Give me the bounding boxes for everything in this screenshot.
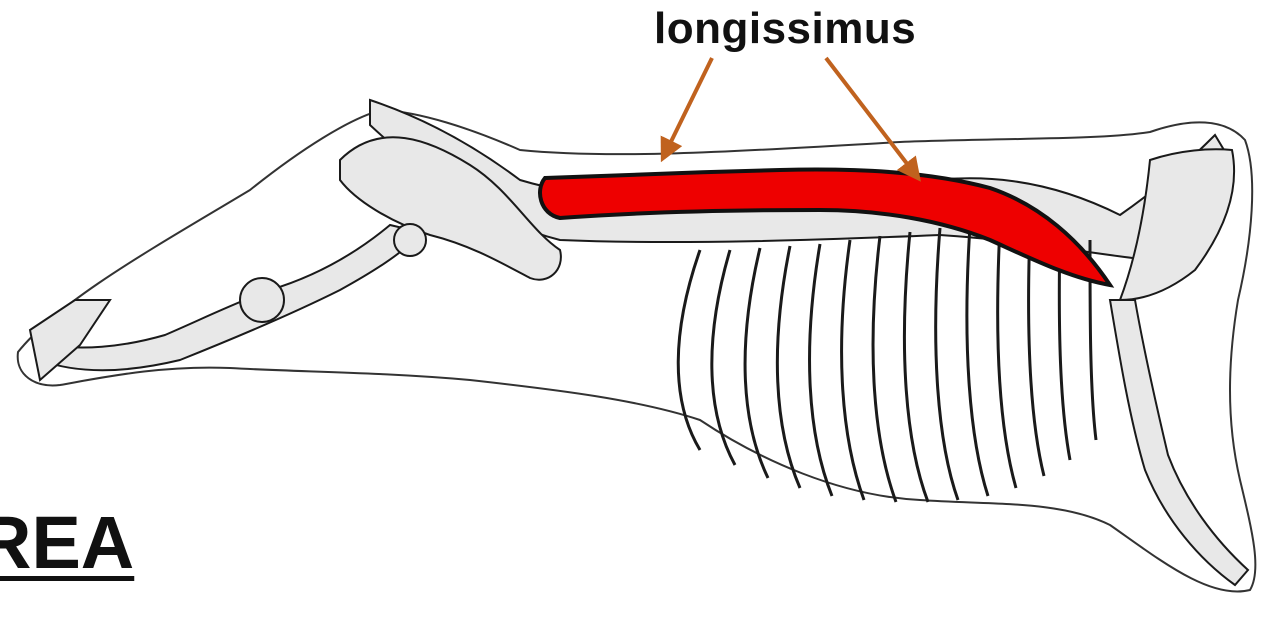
rib-cage	[678, 226, 1096, 502]
pointer-arrow-icon	[663, 58, 712, 158]
pointer-arrow-icon	[826, 58, 918, 178]
fore-leg	[1110, 300, 1248, 585]
rea-heading: REA	[0, 500, 134, 585]
hind-leg	[40, 225, 420, 370]
longissimus-label: longissimus	[654, 4, 916, 54]
cropped-text-line	[20, 584, 1260, 624]
